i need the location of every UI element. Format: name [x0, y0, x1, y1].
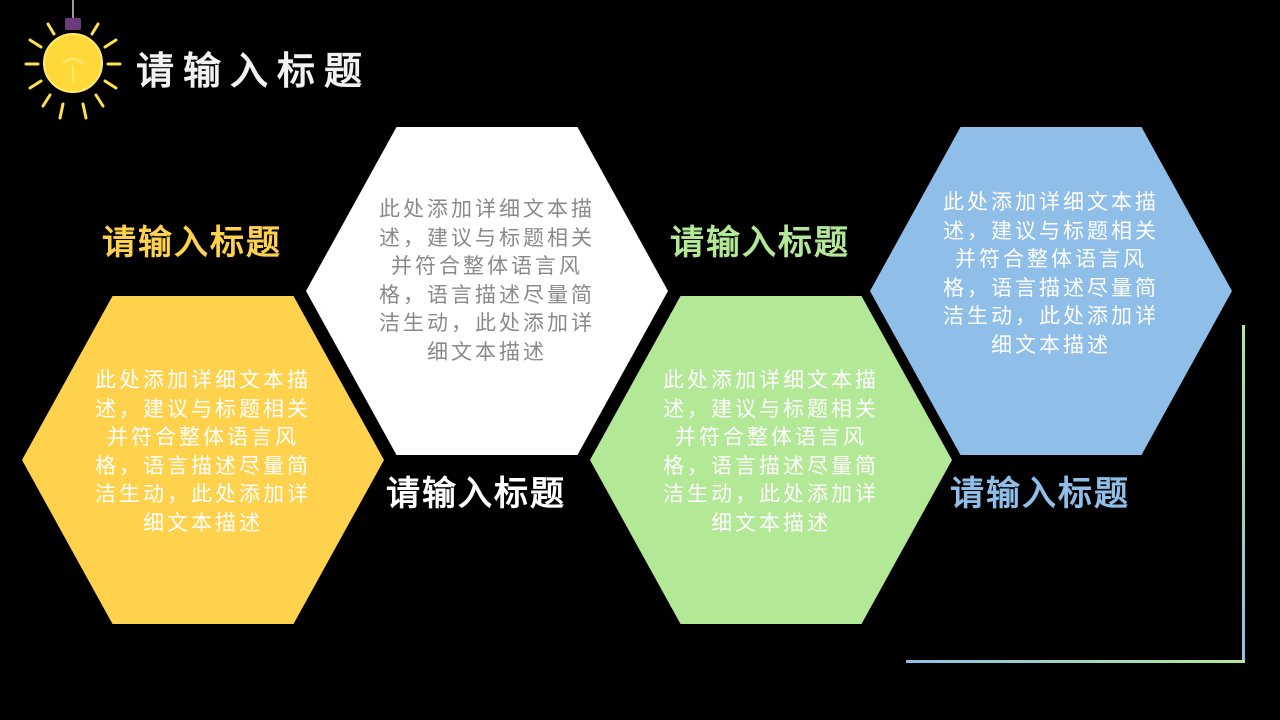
card-title: 请输入标题 — [670, 223, 850, 263]
light-bulb-icon — [24, 0, 122, 120]
card-text: 此处添加详细文本描述，建议与标题相关并符合整体语言风格，语言描述尽量简洁生动，此… — [663, 368, 879, 535]
card-text: 此处添加详细文本描述，建议与标题相关并符合整体语言风格，语言描述尽量简洁生动，此… — [379, 197, 595, 364]
card-text: 此处添加详细文本描述，建议与标题相关并符合整体语言风格，语言描述尽量简洁生动，此… — [943, 190, 1159, 357]
card-title: 请输入标题 — [386, 474, 566, 514]
card-title: 请输入标题 — [950, 474, 1130, 514]
card-text: 此处添加详细文本描述，建议与标题相关并符合整体语言风格，语言描述尽量简洁生动，此… — [95, 368, 311, 535]
decorative-frame-line — [906, 660, 1245, 663]
card-title: 请输入标题 — [102, 223, 282, 263]
page-title: 请输入标题 — [136, 49, 372, 93]
decorative-frame-line — [1242, 325, 1245, 663]
